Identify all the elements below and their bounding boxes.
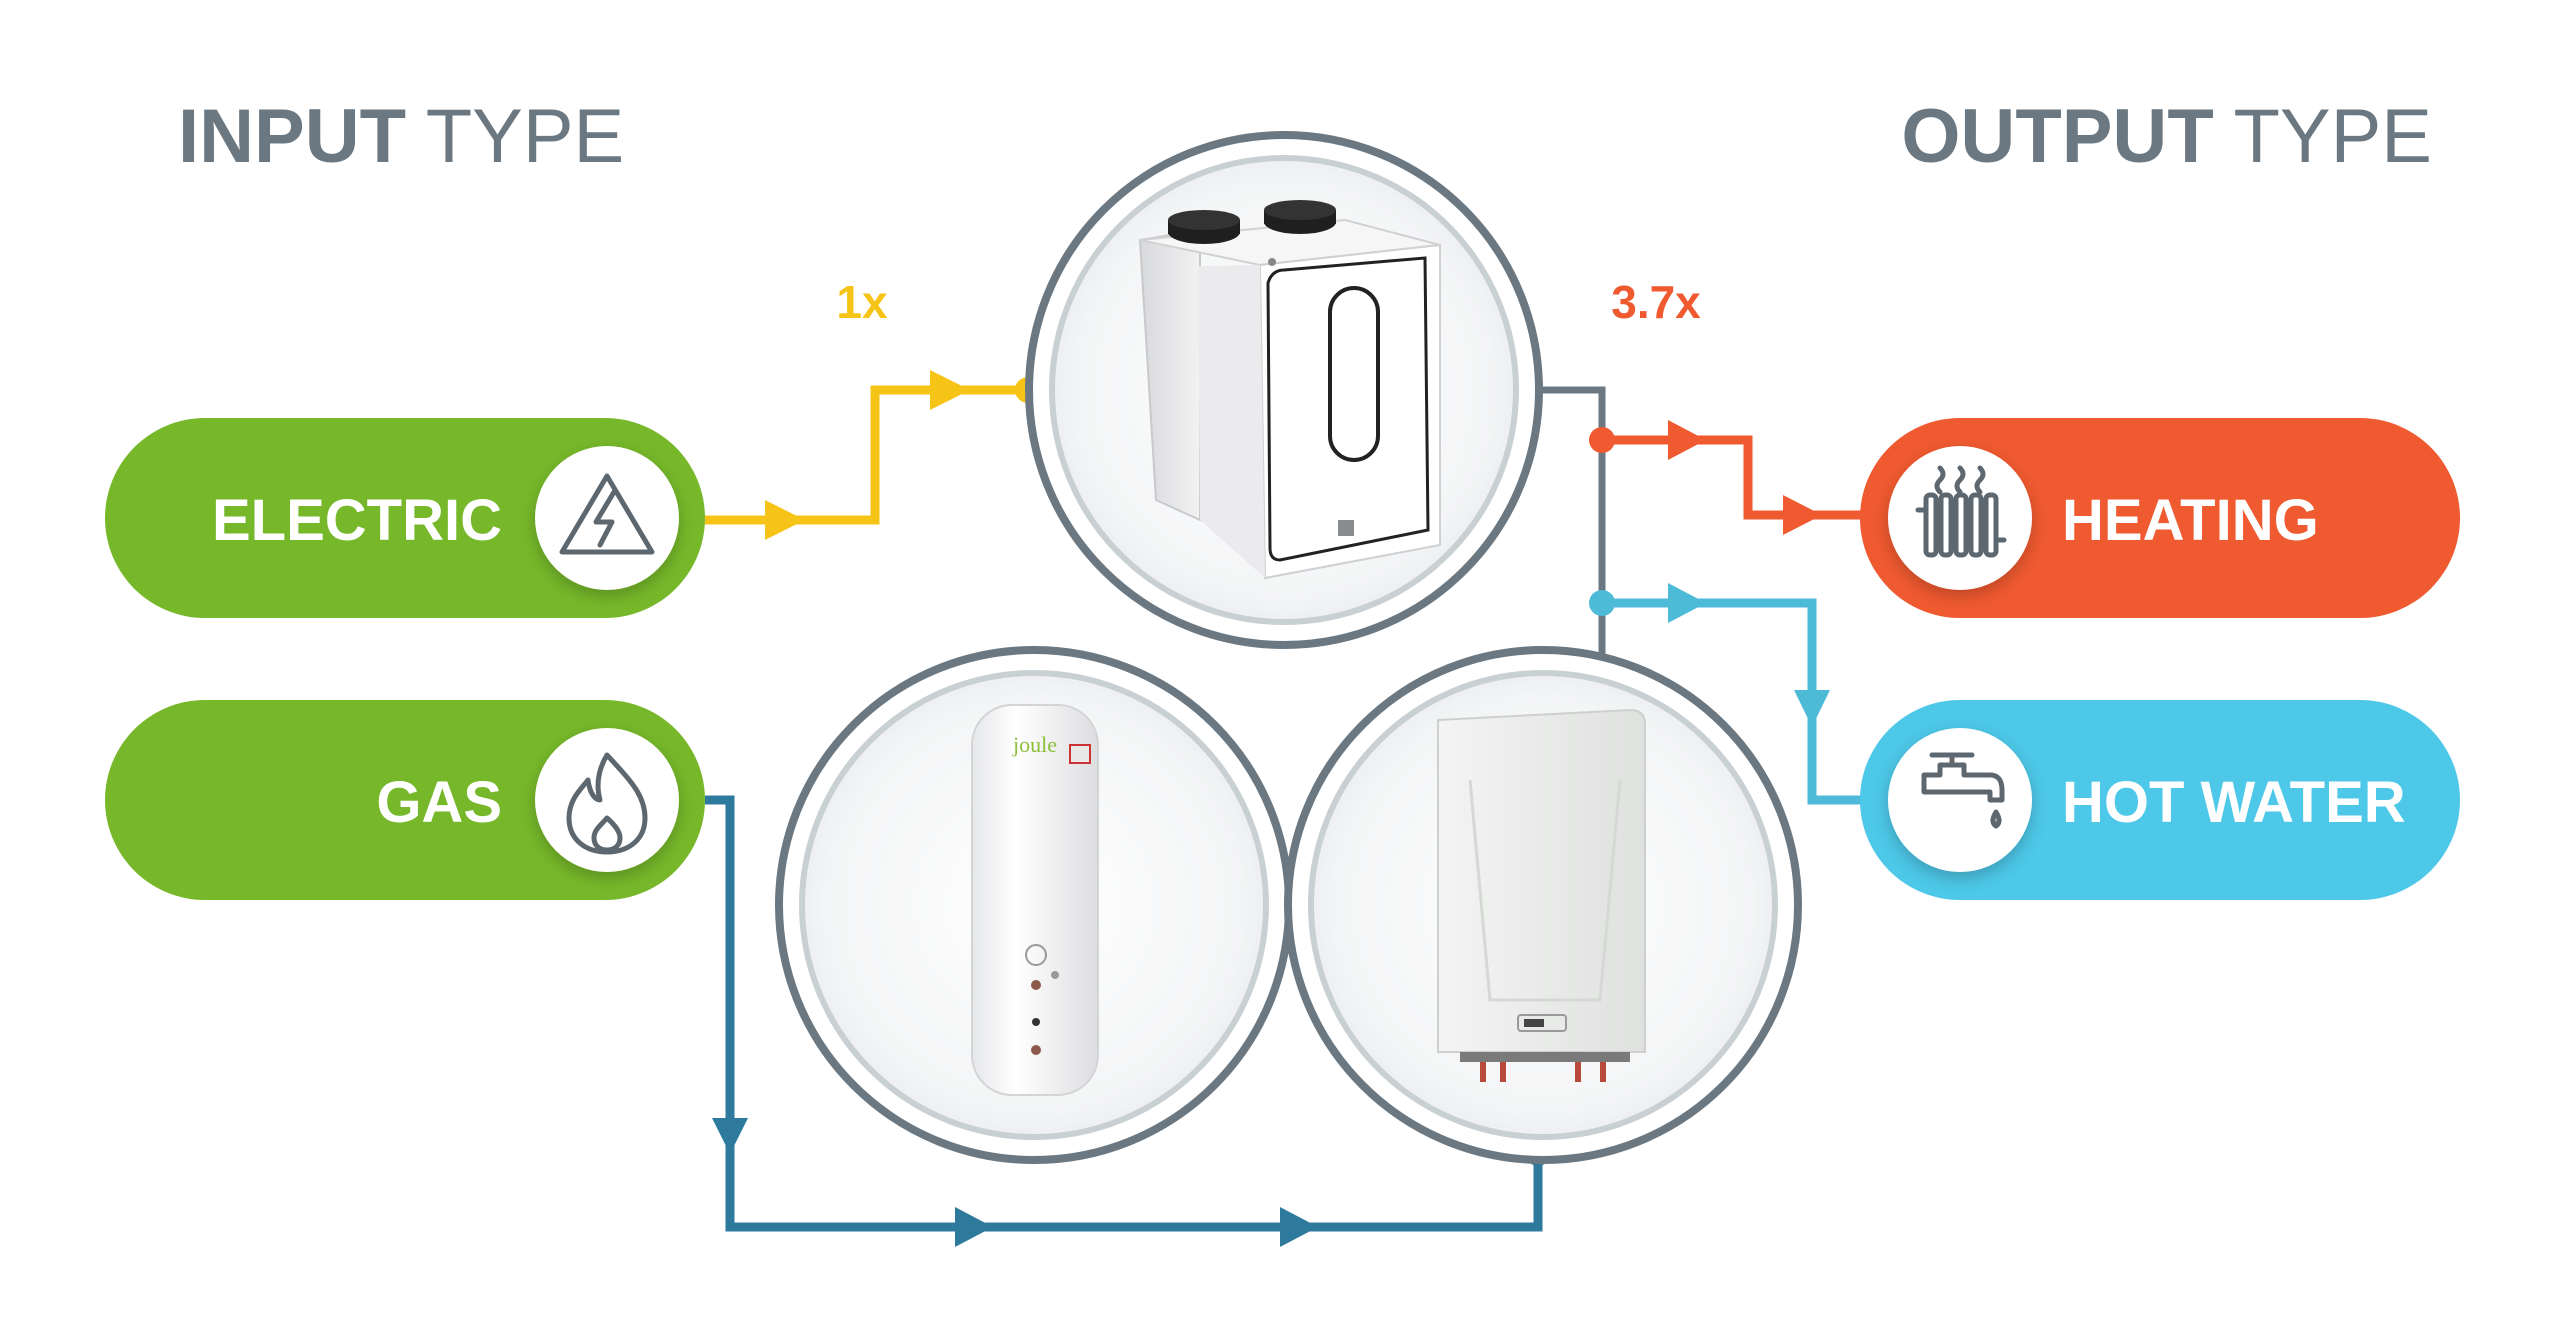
electric-label: ELECTRIC (212, 488, 502, 553)
heating-flow-line (1602, 435, 1880, 520)
hot-water-junction-dot (1589, 590, 1615, 616)
tap-icon (1921, 752, 2005, 829)
gas-arrow-right-2 (1280, 1207, 1318, 1247)
input-title-rest: TYPE (406, 94, 624, 179)
gas-input-pill: GAS (105, 700, 705, 900)
heating-arrow-right-2 (1783, 495, 1822, 535)
hot-water-arrow-right (1668, 583, 1706, 623)
electric-arrow-right-2 (930, 370, 970, 410)
heating-arrow-right-1 (1668, 420, 1706, 460)
electric-flow-arrows (765, 370, 1041, 540)
heating-junction-dot (1589, 427, 1615, 453)
heating-label: HEATING (2062, 488, 2319, 553)
hot-water-flow-arrows (1589, 583, 1830, 727)
electric-input-pill: ELECTRIC (105, 418, 705, 618)
output-ratio-label: 3.7x (1611, 276, 1701, 328)
input-title-bold: INPUT (178, 94, 406, 179)
electric-flow-line (705, 385, 1028, 525)
hot-water-label: HOT WATER (2062, 770, 2406, 835)
output-type-title: OUTPUT TYPE (1901, 94, 2432, 179)
gas-flow-line (705, 795, 1543, 1232)
hot-water-icon-badge (1888, 728, 2032, 872)
gas-boiler-illustration (1437, 708, 1646, 1082)
hot-water-cylinder-illustration: joule (971, 704, 1099, 1096)
flame-icon (566, 752, 648, 855)
hot-water-output-pill: HOT WATER (1860, 700, 2460, 900)
heating-flow-arrows (1589, 420, 1822, 535)
output-title-rest: TYPE (2214, 94, 2432, 179)
cylinder-brand-logo: joule (1012, 732, 1057, 757)
gas-arrow-right-1 (955, 1207, 993, 1247)
lightning-warning-icon (559, 473, 655, 555)
gas-arrow-down (712, 1118, 748, 1154)
output-title-bold: OUTPUT (1901, 94, 2213, 179)
heat-pump-unit-illustration (1138, 200, 1441, 580)
input-type-title: INPUT TYPE (178, 94, 624, 179)
electric-icon-badge (535, 446, 679, 590)
gas-label: GAS (376, 770, 502, 835)
hot-water-arrow-down (1794, 690, 1830, 727)
system-connector-line (1540, 386, 1606, 660)
heating-output-pill: HEATING (1860, 418, 2460, 618)
radiator-icon (1915, 465, 2007, 558)
electric-arrow-right-1 (765, 500, 805, 540)
input-ratio-label: 1x (836, 276, 888, 328)
